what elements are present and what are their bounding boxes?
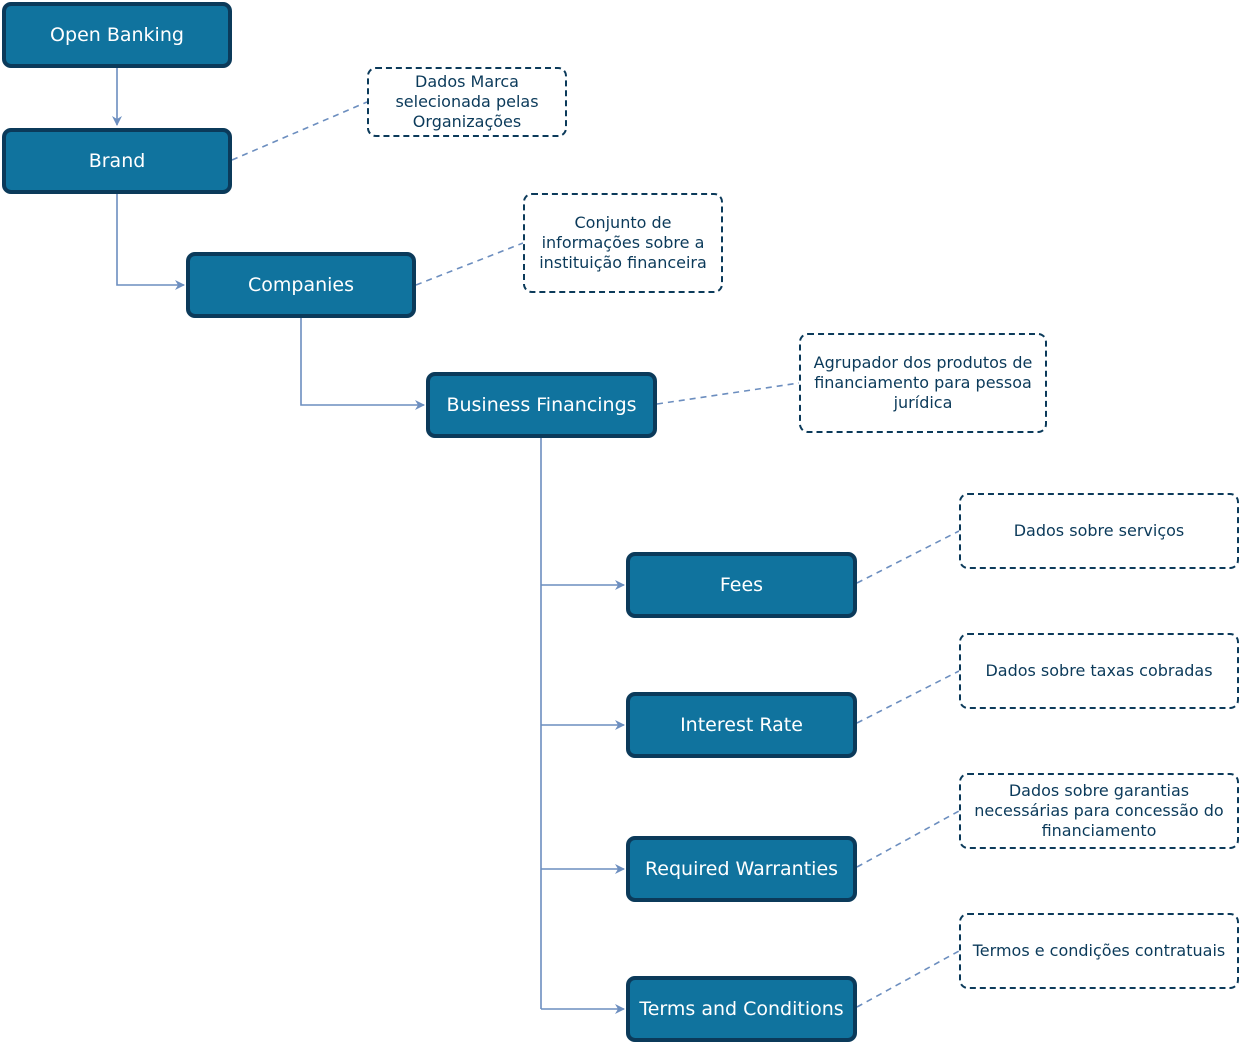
companies-note: Conjunto de informações sobre a institui… xyxy=(523,193,723,293)
note-link-fees xyxy=(856,530,960,584)
interest-rate-note: Dados sobre taxas cobradas xyxy=(959,633,1239,709)
edge-companies-business-financings xyxy=(300,318,425,410)
fees-note: Dados sobre serviços xyxy=(959,493,1239,569)
terms-and-conditions-note: Termos e condições contratuais xyxy=(959,913,1239,989)
business-financings-node[interactable]: Business Financings xyxy=(426,372,657,438)
note-link-terms-and-conditions xyxy=(856,950,960,1008)
note-link-interest-rate xyxy=(856,670,960,724)
brand-node[interactable]: Brand xyxy=(2,128,232,194)
edge-brand-companies xyxy=(116,194,185,290)
required-warranties-node[interactable]: Required Warranties xyxy=(626,836,857,902)
fees-node[interactable]: Fees xyxy=(626,552,857,618)
note-link-required-warranties xyxy=(856,810,960,868)
interest-rate-node[interactable]: Interest Rate xyxy=(626,692,857,758)
open-banking-node[interactable]: Open Banking xyxy=(2,2,232,68)
note-link-companies xyxy=(415,242,524,286)
terms-and-conditions-node[interactable]: Terms and Conditions xyxy=(626,976,857,1042)
companies-node[interactable]: Companies xyxy=(186,252,416,318)
note-link-business-financings xyxy=(656,382,800,405)
brand-note: Dados Marca selecionada pelas Organizaçõ… xyxy=(367,67,567,137)
required-warranties-note: Dados sobre garantias necessárias para c… xyxy=(959,773,1239,849)
business-financings-note: Agrupador dos produtos de financiamento … xyxy=(799,333,1047,433)
note-link-brand xyxy=(231,101,368,161)
